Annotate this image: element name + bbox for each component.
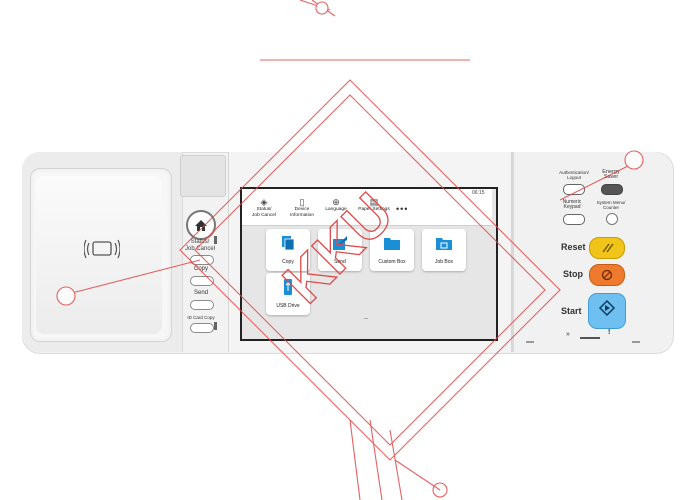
custom-box-icon (384, 238, 400, 250)
status-icon: ◈ (260, 197, 268, 207)
send-key-label: Send (193, 290, 208, 296)
panel-hinge (180, 155, 226, 197)
system-menu-counter-button[interactable] (606, 213, 618, 225)
custom-box-tile[interactable]: Custom Box (370, 229, 414, 271)
tile-label: Copy (282, 259, 294, 265)
job-box-tile[interactable]: Job Box (422, 229, 466, 271)
stop-button[interactable] (589, 264, 625, 286)
id-card-copy-label: ID Card Copy (187, 315, 215, 320)
usb-drive-tile[interactable]: USB Drive (266, 273, 310, 315)
status-job-cancel-button[interactable] (190, 255, 214, 265)
job-box-icon (436, 238, 452, 250)
page-indicator (364, 318, 368, 319)
screen-top-bar: ◈ Status/ Job Cancel ▯ Device Informatio… (242, 189, 492, 226)
nfc-icon (84, 239, 120, 259)
paper-settings-shortcut[interactable]: ▤ Paper Settings (352, 197, 396, 213)
tile-label: Send (334, 259, 346, 265)
send-button[interactable] (190, 300, 214, 310)
start-label: Start (561, 306, 582, 316)
send-icon (333, 236, 347, 250)
start-icon (598, 299, 616, 317)
processing-indicator (580, 337, 600, 339)
attention-indicator: ! (608, 329, 611, 336)
energy-saver-button[interactable] (601, 184, 623, 195)
home-button[interactable] (186, 210, 216, 240)
more-icon[interactable]: ••• (396, 204, 409, 214)
shortcut-label: Device Information (290, 207, 314, 218)
authentication-logout-button[interactable] (563, 184, 585, 195)
system-menu-counter-label: System Menu/ Counter (596, 200, 626, 210)
copy-key-label: Copy (193, 266, 208, 272)
clock: 06:15 (472, 190, 485, 196)
home-icon (195, 219, 207, 231)
stop-label: Stop (563, 269, 583, 279)
language-icon: ⊕ (332, 197, 340, 207)
reset-icon (602, 243, 614, 253)
start-button[interactable] (588, 293, 626, 329)
tile-label: Custom Box (378, 259, 406, 265)
tile-label: USB Drive (276, 303, 300, 309)
data-indicator: » (566, 331, 570, 338)
copy-button[interactable] (190, 276, 214, 286)
tile-label: Job Box (434, 259, 454, 265)
authentication-logout-label: Authentication/ Logout (559, 170, 589, 180)
reset-button[interactable] (589, 237, 625, 259)
numeric-keypad-button[interactable] (563, 214, 585, 225)
shortcut-label: Status/ Job Cancel (252, 207, 276, 218)
device-info-icon: ▯ (299, 197, 305, 207)
copy-icon (282, 236, 295, 251)
paper-settings-icon: ▤ (369, 197, 379, 207)
id-card-indicator (214, 322, 217, 330)
energy-saver-label: Energy Saver (602, 169, 620, 180)
shortcut-label: Paper Settings (358, 207, 390, 212)
usb-drive-icon (284, 279, 292, 295)
id-card-copy-button[interactable] (190, 323, 214, 333)
send-tile[interactable]: Send (318, 229, 362, 271)
right-indicator-bar (632, 341, 640, 343)
copy-tile[interactable]: Copy (266, 229, 310, 271)
reset-label: Reset (561, 242, 586, 252)
shortcut-label: Language (325, 207, 347, 212)
left-indicator-bar (526, 341, 534, 343)
status-indicator (214, 236, 217, 244)
numeric-keypad-label: Numeric Keypad (562, 199, 582, 210)
stop-icon (601, 269, 613, 281)
